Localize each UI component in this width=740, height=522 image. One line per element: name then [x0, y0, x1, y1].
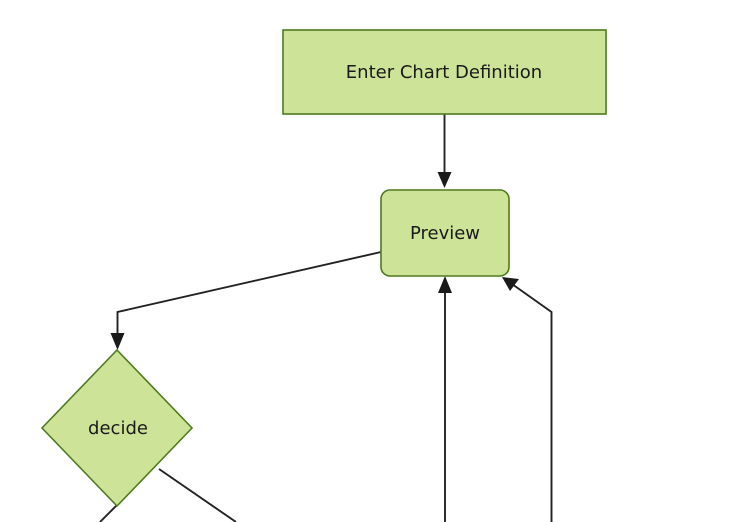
node-group: Enter Chart Definition Preview decide: [40, 29, 607, 508]
node-label-decide: decide: [88, 418, 148, 439]
node-preview[interactable]: Preview: [380, 189, 510, 277]
node-decide[interactable]: decide: [40, 348, 194, 508]
arrowhead-icon: [110, 333, 125, 350]
edge-decide-out-right[interactable]: [158, 468, 237, 522]
arrowhead-icon: [502, 277, 519, 291]
edge-into-preview-bottom-right[interactable]: [502, 277, 553, 522]
node-label-enter-chart-definition: Enter Chart Definition: [346, 62, 542, 83]
edge-preview-to-decide[interactable]: [110, 251, 382, 350]
arrowhead-icon: [437, 172, 452, 188]
edge-line: [116, 251, 382, 338]
edge-line: [99, 504, 118, 522]
node-shape-rectangle: [282, 29, 607, 115]
edge-line: [511, 283, 553, 522]
edge-line: [158, 468, 237, 522]
edge-decide-out-left[interactable]: [99, 504, 118, 522]
edge-enter-to-preview[interactable]: [437, 114, 452, 188]
node-shape-rounded-rectangle: [380, 189, 510, 277]
node-shape-diamond: [40, 348, 194, 508]
edge-group: [99, 114, 553, 522]
arrowhead-icon: [438, 276, 452, 293]
node-enter-chart-definition[interactable]: Enter Chart Definition: [282, 29, 607, 115]
node-label-preview: Preview: [410, 223, 480, 244]
edge-into-preview-bottom-center[interactable]: [438, 276, 452, 522]
